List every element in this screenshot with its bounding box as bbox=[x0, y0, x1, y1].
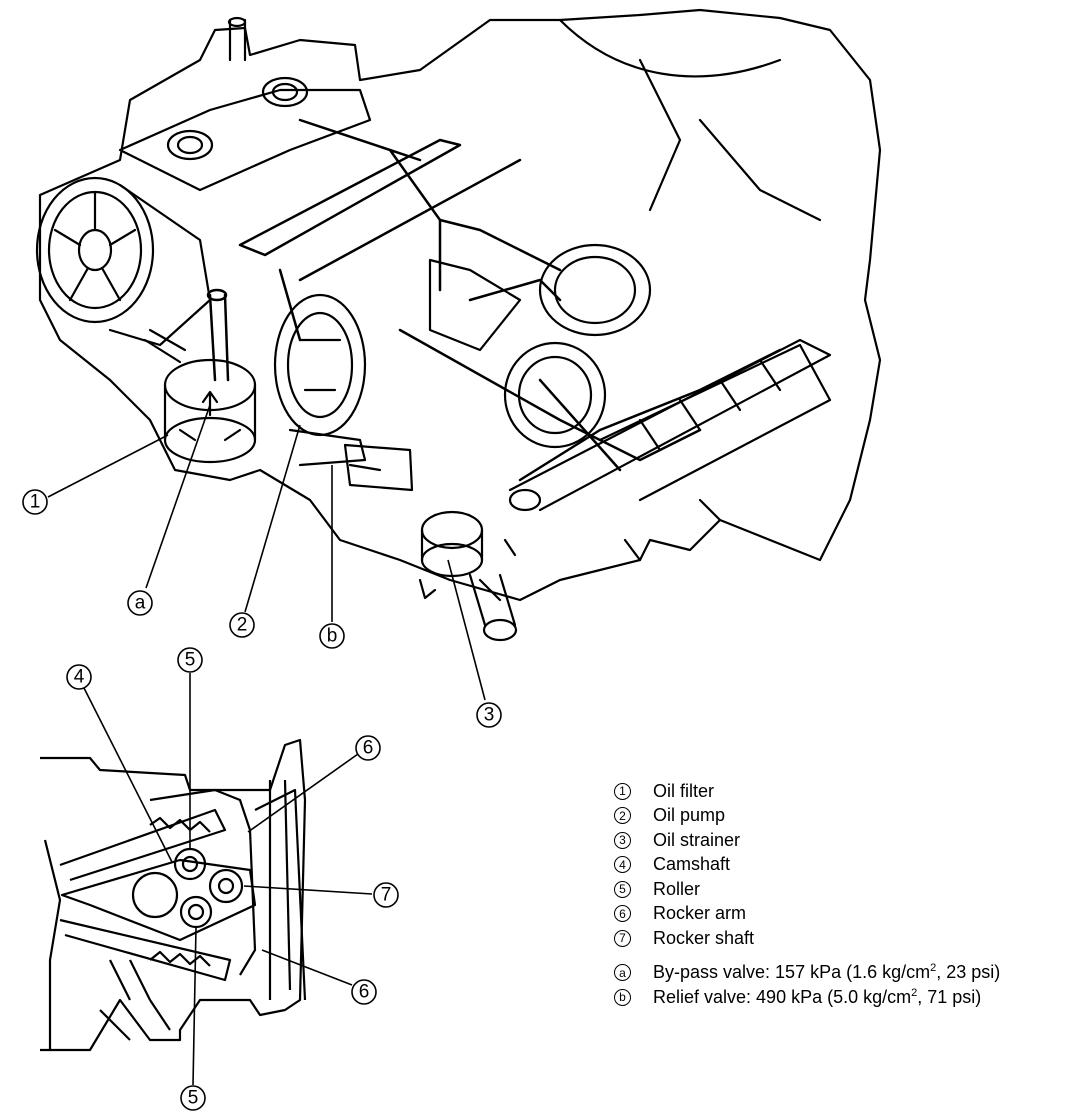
svg-text:3: 3 bbox=[484, 705, 495, 726]
legend-label: Rocker arm bbox=[653, 903, 747, 924]
legend-item: 5 Roller bbox=[614, 877, 1084, 902]
legend-label-superscript: 2 bbox=[911, 986, 918, 999]
legend-label: Relief valve: 490 kPa (5.0 kg/cm2, 71 ps… bbox=[653, 987, 981, 1008]
svg-text:b: b bbox=[327, 626, 338, 647]
svg-text:5: 5 bbox=[185, 650, 196, 671]
inset-cylinder-head bbox=[40, 738, 307, 1052]
svg-text:6: 6 bbox=[359, 982, 370, 1003]
svg-text:6: 6 bbox=[363, 738, 374, 759]
legend-label-suffix: , 71 psi) bbox=[917, 986, 982, 1007]
housing-curve bbox=[558, 18, 822, 222]
legend-gap bbox=[614, 951, 1084, 961]
legend-item: 4 Camshaft bbox=[614, 853, 1084, 878]
engine-block-outline bbox=[38, 8, 882, 602]
callout-1: 1 bbox=[22, 489, 48, 515]
legend-item: b Relief valve: 490 kPa (5.0 kg/cm2, 71 p… bbox=[614, 985, 1084, 1010]
callout-6-top: 6 bbox=[355, 735, 381, 761]
legend-item: 3 Oil strainer bbox=[614, 828, 1084, 853]
legend-label: Oil filter bbox=[653, 780, 715, 801]
timing-pulley bbox=[35, 176, 212, 364]
legend-label: Oil strainer bbox=[653, 829, 741, 850]
svg-text:5: 5 bbox=[188, 1088, 199, 1109]
legend-label-prefix: Relief valve: 490 kPa (5.0 kg/cm bbox=[653, 986, 912, 1007]
oil-pump bbox=[273, 293, 367, 467]
legend-label-prefix: By-pass valve: 157 kPa (1.6 kg/cm bbox=[653, 962, 931, 983]
svg-text:4: 4 bbox=[74, 667, 85, 688]
drive-pulleys bbox=[428, 243, 652, 449]
legend-marker: 1 bbox=[614, 782, 631, 800]
legend-label: Camshaft bbox=[653, 854, 731, 875]
legend-marker: 5 bbox=[614, 880, 631, 898]
callout-a: a bbox=[127, 590, 153, 616]
cylinder-head-ports bbox=[118, 16, 372, 192]
legend-label-superscript: 2 bbox=[930, 962, 937, 975]
legend-item: 1 Oil filter bbox=[614, 779, 1084, 804]
legend-marker: 3 bbox=[614, 831, 631, 849]
legend-label-suffix: , 23 psi) bbox=[936, 962, 1001, 983]
legend-label: Roller bbox=[653, 878, 701, 899]
oil-gallery-paths bbox=[206, 118, 782, 482]
leader-lines bbox=[47, 404, 486, 1086]
legend: 1 Oil filter 2 Oil pump 3 Oil strainer 4 Camsha… bbox=[614, 779, 1084, 1010]
legend-marker: b bbox=[614, 988, 631, 1006]
callout-b: b bbox=[319, 623, 345, 649]
legend-label: Rocker shaft bbox=[653, 927, 755, 948]
callout-5-bottom: 5 bbox=[180, 1085, 206, 1111]
callout-2: 2 bbox=[229, 612, 255, 638]
legend-marker: 7 bbox=[614, 929, 631, 947]
legend-marker: 6 bbox=[614, 905, 631, 923]
legend-item: 2 Oil pump bbox=[614, 804, 1084, 829]
svg-text:7: 7 bbox=[381, 885, 392, 906]
svg-text:a: a bbox=[135, 593, 146, 614]
callout-4: 4 bbox=[66, 664, 92, 690]
oil-strainer bbox=[418, 510, 518, 642]
legend-item: 7 Rocker shaft bbox=[614, 926, 1084, 951]
callout-7: 7 bbox=[373, 882, 399, 908]
relief-valve bbox=[343, 443, 414, 492]
legend-item: a By-pass valve: 157 kPa (1.6 kg/cm2, 23 … bbox=[614, 961, 1084, 986]
legend-marker: 4 bbox=[614, 856, 631, 874]
svg-text:2: 2 bbox=[237, 615, 248, 636]
legend-marker: a bbox=[614, 964, 631, 982]
legend-item: 6 Rocker arm bbox=[614, 902, 1084, 927]
callout-6-bottom: 6 bbox=[351, 979, 377, 1005]
oil-filter bbox=[163, 358, 257, 464]
legend-marker: 2 bbox=[614, 807, 631, 825]
camshaft-assembly bbox=[508, 338, 832, 562]
legend-label: Oil pump bbox=[653, 805, 726, 826]
callout-3: 3 bbox=[476, 702, 502, 728]
legend-label: By-pass valve: 157 kPa (1.6 kg/cm2, 23 p… bbox=[653, 962, 1000, 983]
svg-text:1: 1 bbox=[30, 492, 41, 513]
callout-5-top: 5 bbox=[177, 647, 203, 673]
callouts: 1 a 2 b 3 4 5 6 7 6 5 bbox=[22, 489, 502, 1111]
